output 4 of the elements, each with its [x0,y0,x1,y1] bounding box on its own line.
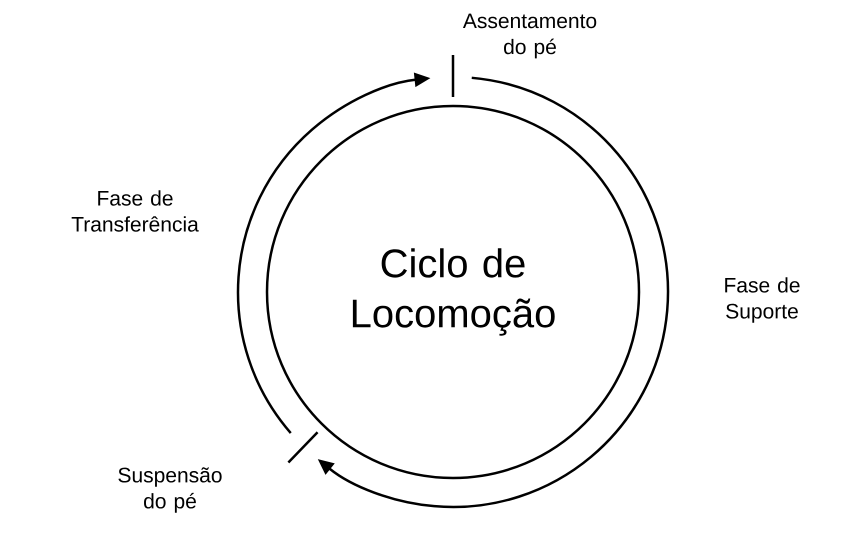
event-label: Suspensão do pé [118,467,222,513]
edge-label: Fase de Suporte [725,277,800,323]
edge-label: Fase de Transferência [72,190,199,232]
event-label: Assentamento do pé [462,14,596,58]
